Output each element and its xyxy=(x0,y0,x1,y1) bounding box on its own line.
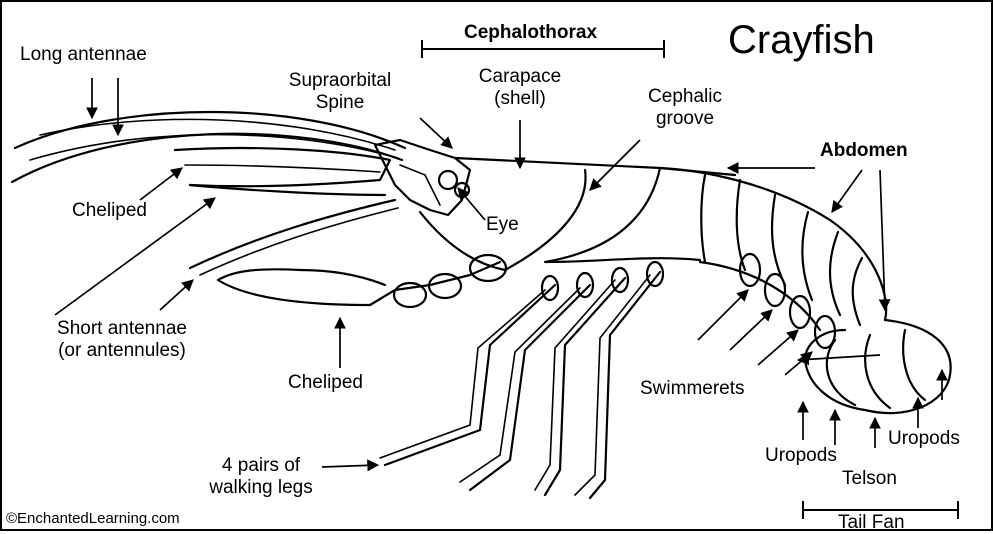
pointer-swimmeret-1 xyxy=(698,290,748,340)
label-walking-legs-line2: walking legs xyxy=(196,477,326,499)
pointer-short-antennae-2 xyxy=(160,280,193,310)
label-short-antennae-line2: (or antennules) xyxy=(22,340,222,362)
credit-text: ©EnchantedLearning.com xyxy=(6,510,180,528)
label-carapace-line2: (shell) xyxy=(460,88,580,110)
label-telson: Telson xyxy=(842,468,897,490)
label-walking-legs-line1: 4 pairs of xyxy=(196,455,326,477)
label-eye: Eye xyxy=(486,214,519,236)
label-abdomen: Abdomen xyxy=(820,140,908,162)
label-uropods-right: Uropods xyxy=(888,428,960,450)
pointer-eye xyxy=(458,188,485,220)
pointer-walking-legs xyxy=(322,465,378,467)
label-cheliped-lower: Cheliped xyxy=(288,372,363,394)
pointer-swimmeret-2 xyxy=(730,310,772,350)
label-supraorbital-spine: Supraorbital Spine xyxy=(280,70,400,114)
pointer-swimmeret-5 xyxy=(798,355,880,360)
label-uropods-left: Uropods xyxy=(765,445,837,467)
label-walking-legs: 4 pairs of walking legs xyxy=(196,455,326,499)
label-supraorbital-line1: Supraorbital xyxy=(280,70,400,92)
label-cephalic-line1: Cephalic xyxy=(630,86,740,108)
label-short-antennae: Short antennae (or antennules) xyxy=(22,318,222,362)
label-long-antennae: Long antennae xyxy=(20,44,147,66)
pointer-cheliped-upper xyxy=(140,168,182,200)
label-cephalic-line2: groove xyxy=(630,108,740,130)
label-short-antennae-line1: Short antennae xyxy=(22,318,222,340)
label-supraorbital-line2: Spine xyxy=(280,92,400,114)
pointer-abdomen-2 xyxy=(832,170,862,212)
label-carapace-line1: Carapace xyxy=(460,66,580,88)
label-swimmerets: Swimmerets xyxy=(640,378,745,400)
pointer-supraorbital-spine xyxy=(420,118,452,148)
crayfish-body xyxy=(12,112,951,498)
diagram-title: Crayfish xyxy=(728,18,875,62)
label-cephalic-groove: Cephalic groove xyxy=(630,86,740,130)
pointer-swimmeret-3 xyxy=(758,330,798,365)
label-cephalothorax: Cephalothorax xyxy=(464,22,597,44)
label-carapace: Carapace (shell) xyxy=(460,66,580,110)
label-cheliped-upper: Cheliped xyxy=(72,200,147,222)
